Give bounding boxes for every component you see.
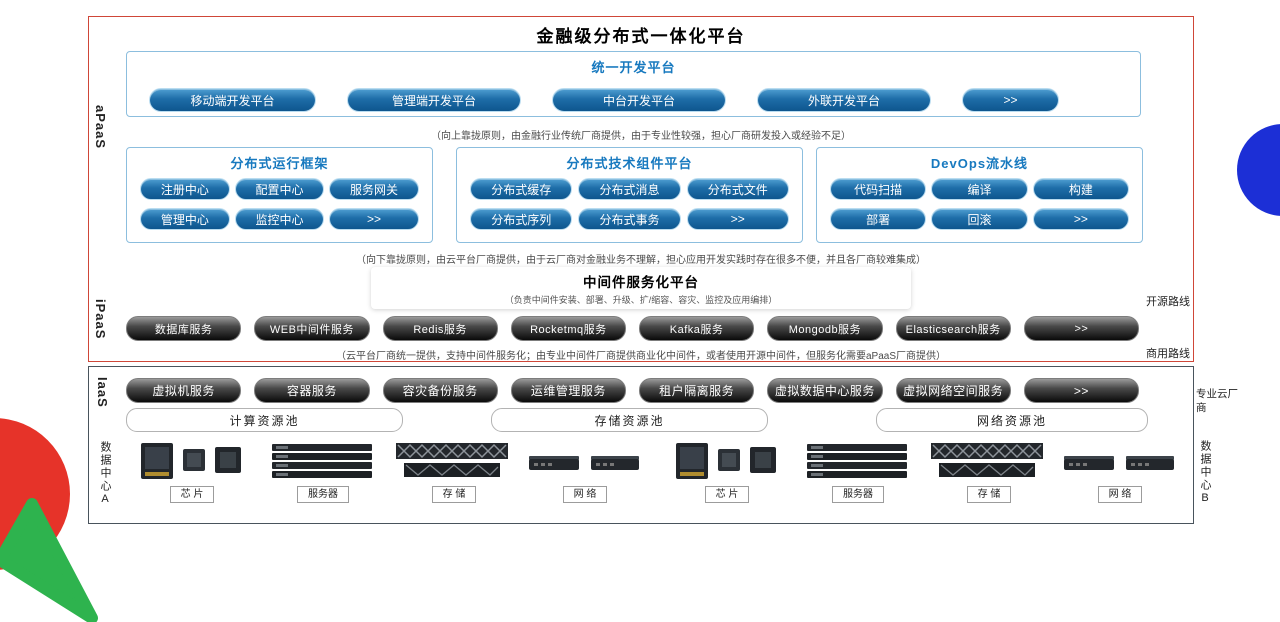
open-source-route-label: 开源路线 <box>1146 296 1190 308</box>
hardware-group-a: 芯 片 服务器 存 储 <box>131 439 646 503</box>
ipaas-layer-label: iPaaS <box>93 299 108 340</box>
component-button: 分布式缓存 <box>470 178 573 200</box>
hardware-network: 网 络 <box>524 439 646 503</box>
ipaas-note: （云平台厂商统一提供，支持中间件服务化；由专业中间件厂商提供商业化中间件，或者使… <box>335 351 947 362</box>
paas-section: 金融级分布式一体化平台 aPaaS 统一开发平台 移动端开发平台 管理端开发平台… <box>88 16 1194 362</box>
devops-button: 部署 <box>830 208 927 230</box>
apaas-layer-label: aPaaS <box>93 105 108 150</box>
server-illustration <box>807 444 907 478</box>
distributed-components-box: 分布式技术组件平台 分布式缓存 分布式消息 分布式文件 分布式序列 分布式事务 … <box>456 147 803 243</box>
network-label: 网 络 <box>562 486 608 503</box>
ipaas-service-button: Rocketmq服务 <box>510 316 626 341</box>
ipaas-service-button: Kafka服务 <box>639 316 755 341</box>
storage-illustration <box>931 443 1043 477</box>
chip-illustration <box>141 443 241 479</box>
component-more-button: >> <box>686 208 789 230</box>
component-button: 分布式序列 <box>470 208 573 230</box>
iaas-service-button: 容器服务 <box>254 378 370 403</box>
devops-pipeline-box: DevOps流水线 代码扫描 编译 构建 部署 回滚 >> <box>816 147 1143 243</box>
apaas-bottom-note: （向下靠拢原则，由云平台厂商提供，由于云厂商对金融业务不理解，担心应用开发实践时… <box>356 255 926 266</box>
ipaas-service-button: Elasticsearch服务 <box>895 316 1011 341</box>
cloud-vendor-label: 专业云厂商 <box>1196 388 1238 414</box>
runtime-button: 服务网关 <box>329 178 419 200</box>
storage-label: 存 储 <box>966 486 1012 503</box>
iaas-section: IaaS 虚拟机服务 容器服务 容灾备份服务 运维管理服务 租户隔离服务 虚拟数… <box>88 366 1194 524</box>
hardware-server: 服务器 <box>262 439 384 503</box>
network-label: 网 络 <box>1097 486 1143 503</box>
distributed-components-title: 分布式技术组件平台 <box>566 156 693 171</box>
runtime-button: 监控中心 <box>234 208 325 230</box>
chip-label: 芯 片 <box>169 486 215 503</box>
iaas-service-button: 运维管理服务 <box>510 378 626 403</box>
network-illustration <box>529 456 639 470</box>
devops-button: 编译 <box>931 178 1028 200</box>
iaas-service-button: 虚拟数据中心服务 <box>767 378 883 403</box>
unified-dev-title: 统一开发平台 <box>591 60 676 75</box>
devops-button: 构建 <box>1032 178 1129 200</box>
unified-dev-button: 中台开发平台 <box>552 88 726 112</box>
unified-dev-platform-box: 统一开发平台 移动端开发平台 管理端开发平台 中台开发平台 外联开发平台 >> <box>126 51 1141 117</box>
server-label: 服务器 <box>297 486 349 503</box>
unified-dev-button: 外联开发平台 <box>757 88 931 112</box>
runtime-button: 管理中心 <box>140 208 230 230</box>
unified-dev-more-button: >> <box>962 88 1059 112</box>
distributed-runtime-title: 分布式运行框架 <box>230 156 329 171</box>
storage-resource-pool: 存储资源池 <box>491 408 768 432</box>
hardware-storage: 存 储 <box>393 439 515 503</box>
iaas-layer-label: IaaS <box>95 377 110 408</box>
distributed-runtime-box: 分布式运行框架 注册中心 配置中心 服务网关 管理中心 监控中心 >> <box>126 147 433 243</box>
middleware-title: 中间件服务化平台 <box>583 275 699 290</box>
unified-dev-button-row: 移动端开发平台 管理端开发平台 中台开发平台 外联开发平台 >> <box>149 88 1059 112</box>
devops-pipeline-title: DevOps流水线 <box>930 156 1029 171</box>
apaas-top-note: （向上靠拢原则，由金融行业传统厂商提供，由于专业性较强，担心厂商研发投入或经验不… <box>431 131 851 142</box>
devops-button: 回滚 <box>931 208 1028 230</box>
middleware-subtitle: （负责中间件安装、部署、升级、扩/缩容、容灾、监控及应用编排） <box>504 295 778 305</box>
ipaas-more-button: >> <box>1023 316 1139 341</box>
iaas-service-button: 租户隔离服务 <box>639 378 755 403</box>
hardware-chip: 芯 片 <box>131 439 253 503</box>
iaas-service-button: 虚拟机服务 <box>126 378 242 403</box>
ipaas-service-button: WEB中间件服务 <box>254 316 370 341</box>
devops-more-button: >> <box>1032 208 1129 230</box>
ipaas-service-button: Redis服务 <box>382 316 498 341</box>
decoration-green-triangle <box>0 498 98 622</box>
chip-illustration <box>676 443 776 479</box>
unified-dev-button: 移动端开发平台 <box>149 88 316 112</box>
server-label: 服务器 <box>832 486 884 503</box>
runtime-button: 配置中心 <box>234 178 325 200</box>
unified-dev-button: 管理端开发平台 <box>347 88 521 112</box>
hardware-network: 网 络 <box>1059 439 1181 503</box>
network-illustration <box>1064 456 1174 470</box>
runtime-more-button: >> <box>329 208 419 230</box>
middleware-platform-box: 中间件服务化平台 （负责中间件安装、部署、升级、扩/缩容、容灾、监控及应用编排） <box>371 267 911 309</box>
server-illustration <box>272 444 372 478</box>
runtime-button: 注册中心 <box>140 178 230 200</box>
component-button: 分布式消息 <box>578 178 681 200</box>
datacenter-a-label: 数据中心A <box>99 441 111 507</box>
iaas-service-button: 容灾备份服务 <box>382 378 498 403</box>
iaas-service-button: 虚拟网络空间服务 <box>895 378 1011 403</box>
storage-illustration <box>396 443 508 477</box>
hardware-server: 服务器 <box>797 439 919 503</box>
compute-resource-pool: 计算资源池 <box>126 408 403 432</box>
hardware-group-b: 芯 片 服务器 存 储 <box>666 439 1181 503</box>
hardware-storage: 存 储 <box>928 439 1050 503</box>
decoration-blue-circle <box>1237 124 1280 216</box>
datacenter-b-label: 数据中心B <box>1199 440 1211 506</box>
commercial-route-label: 商用路线 <box>1146 348 1190 360</box>
ipaas-service-row: 数据库服务 WEB中间件服务 Redis服务 Rocketmq服务 Kafka服… <box>126 316 1139 341</box>
component-button: 分布式事务 <box>578 208 681 230</box>
devops-button: 代码扫描 <box>830 178 927 200</box>
network-resource-pool: 网络资源池 <box>876 408 1148 432</box>
ipaas-service-button: 数据库服务 <box>126 316 242 341</box>
ipaas-service-button: Mongodb服务 <box>767 316 883 341</box>
component-button: 分布式文件 <box>686 178 789 200</box>
chip-label: 芯 片 <box>704 486 750 503</box>
hardware-chip: 芯 片 <box>666 439 788 503</box>
diagram-title: 金融级分布式一体化平台 <box>536 27 746 46</box>
storage-label: 存 储 <box>431 486 477 503</box>
iaas-service-row: 虚拟机服务 容器服务 容灾备份服务 运维管理服务 租户隔离服务 虚拟数据中心服务… <box>126 378 1139 403</box>
iaas-more-button: >> <box>1023 378 1139 403</box>
